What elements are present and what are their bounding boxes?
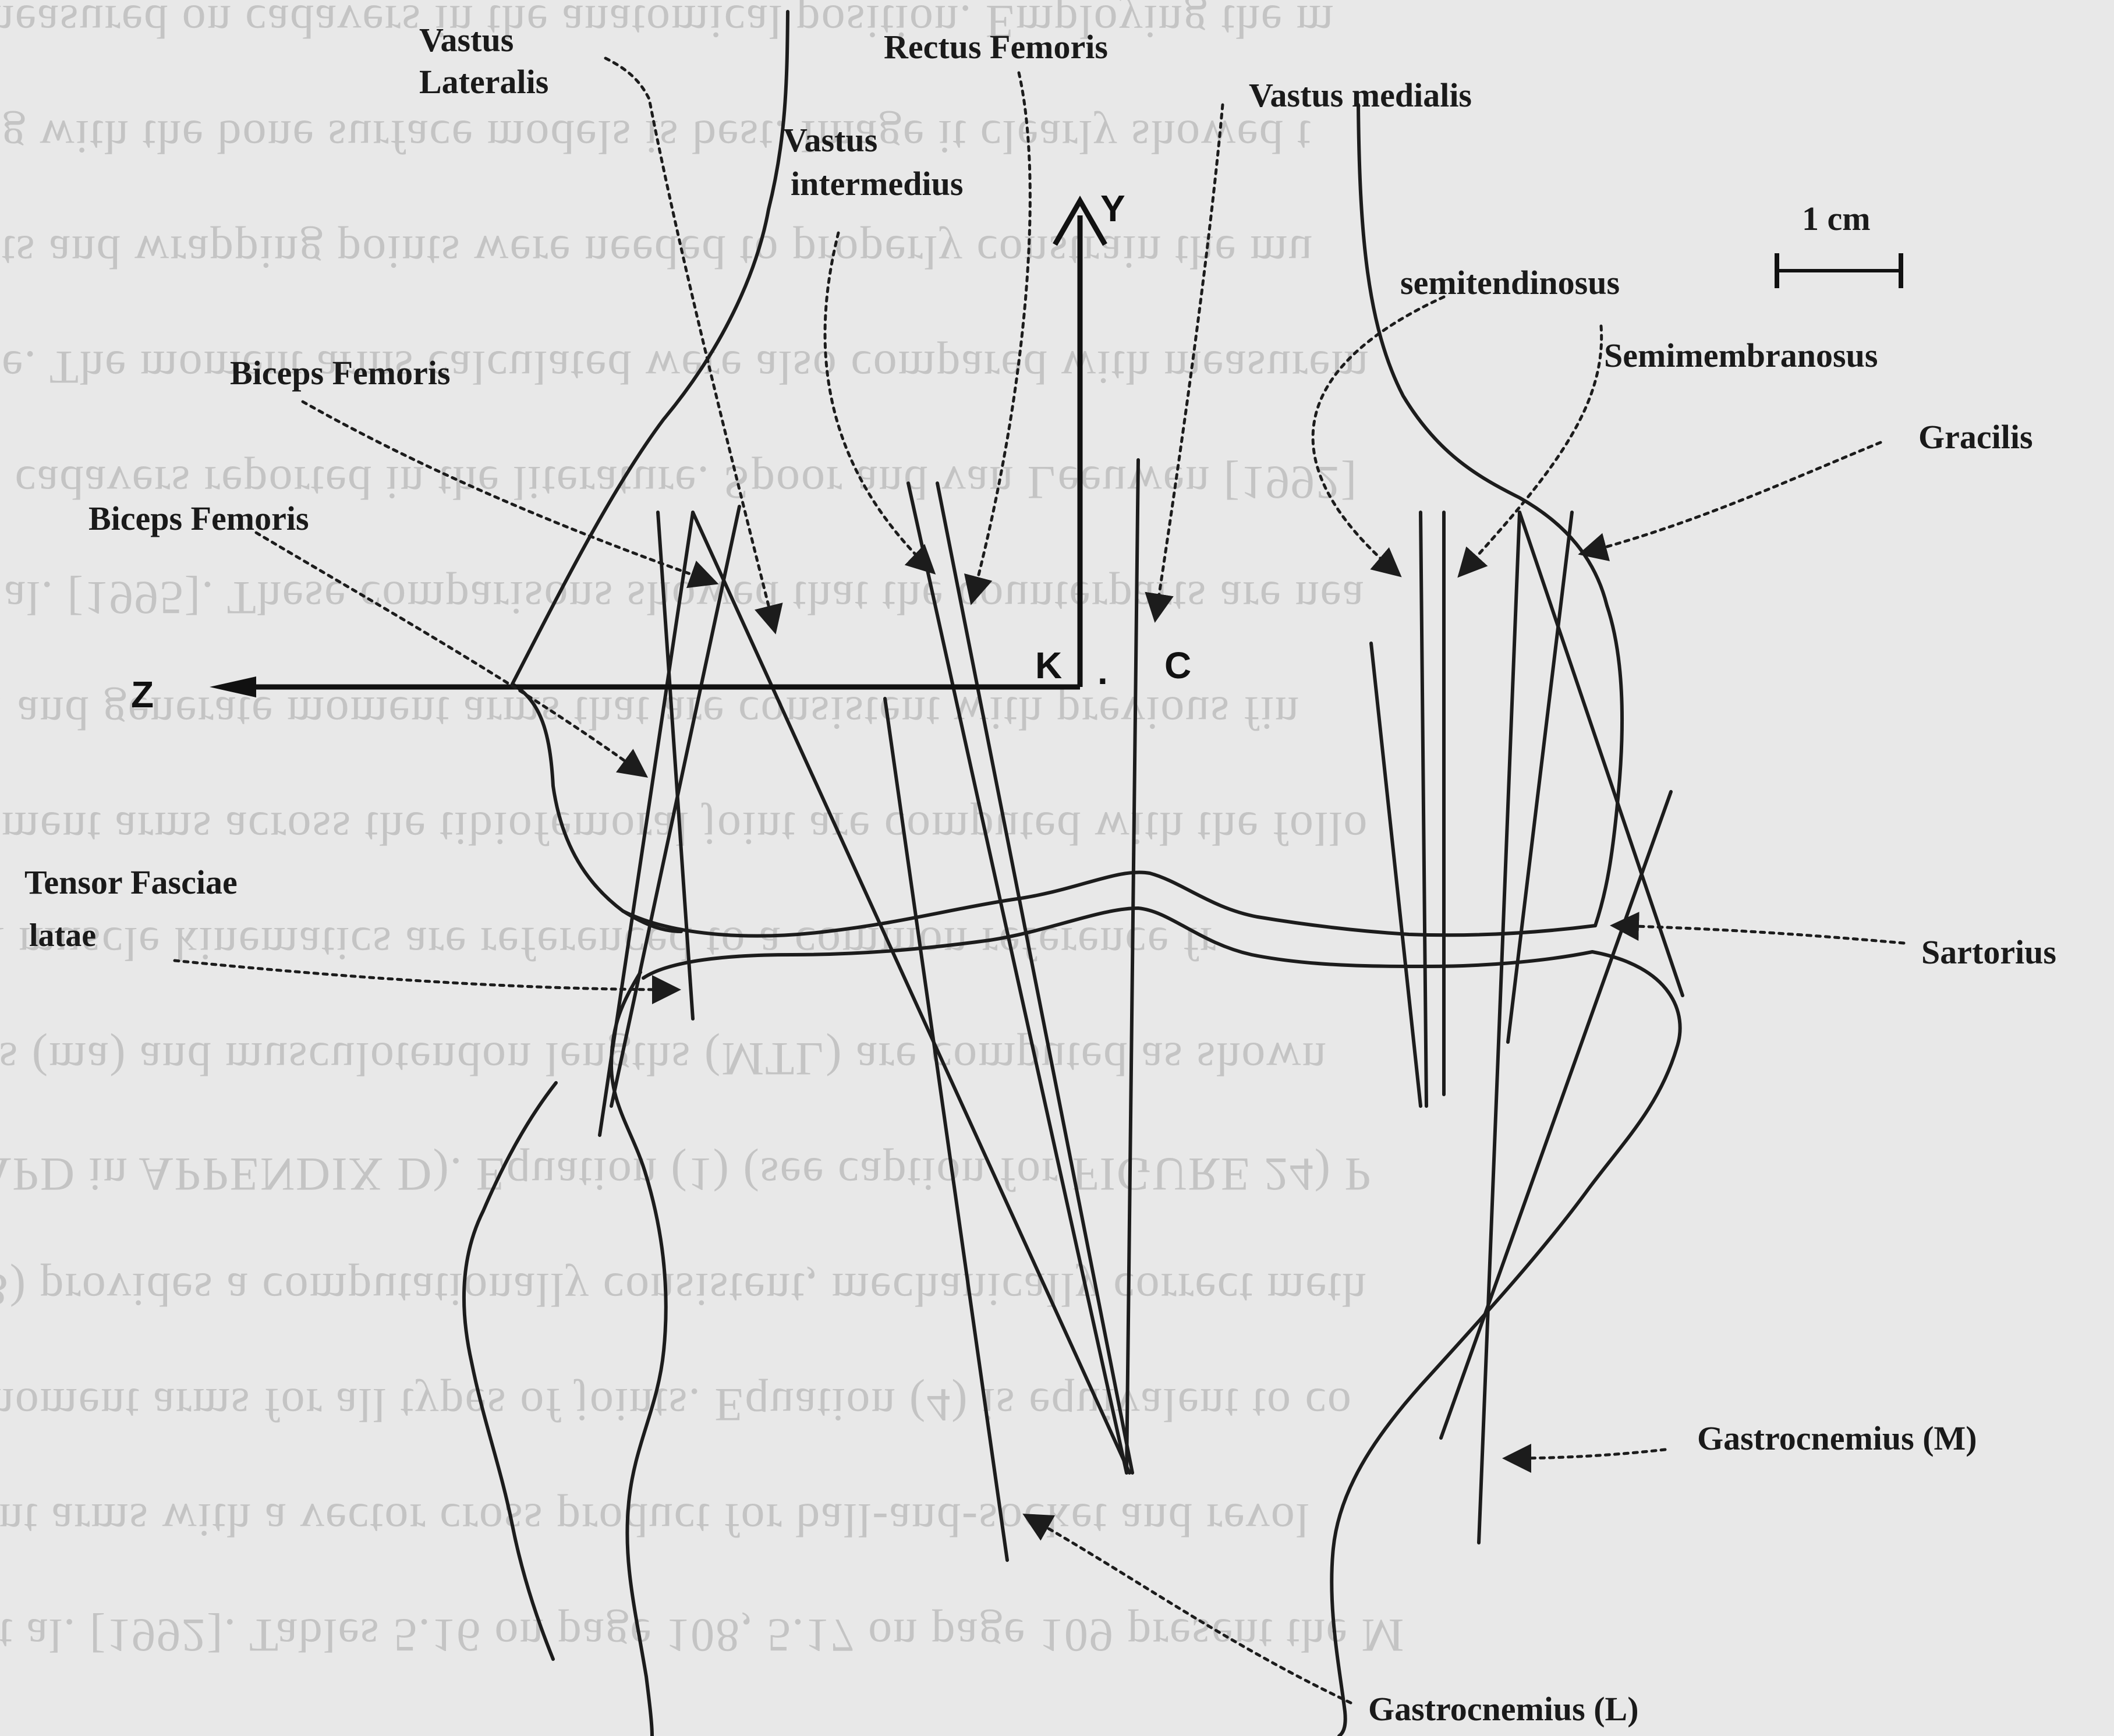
label-biceps-femoris-lower: Biceps Femoris xyxy=(88,499,309,537)
origin-dot: . xyxy=(1097,650,1108,692)
label-vastus-lateralis-line1: Vastus xyxy=(419,21,514,59)
k-point-label: K xyxy=(1035,644,1062,686)
pointer-tensor-fasciae-latae xyxy=(175,961,675,990)
label-vastus-medialis: Vastus medialis xyxy=(1249,76,1472,114)
label-semimembranosus: Semimembranosus xyxy=(1604,336,1878,374)
pointer-gastrocnemius-l xyxy=(1028,1517,1351,1703)
scale-bar-label: 1 cm xyxy=(1802,200,1871,238)
femoral-condyle-outline xyxy=(623,872,1595,936)
muscle-lines xyxy=(600,460,1683,1560)
muscle-line-10 xyxy=(1421,512,1426,1106)
tibia-lateral-outline xyxy=(611,972,666,1736)
label-gracilis: Gracilis xyxy=(1918,418,2033,456)
pointer-gracilis xyxy=(1584,442,1881,553)
label-gastrocnemius-m: Gastrocnemius (M) xyxy=(1697,1419,1977,1457)
muscle-line-7 xyxy=(937,483,1132,1473)
label-sartorius: Sartorius xyxy=(1921,933,2056,971)
muscle-labels: Vastus Lateralis Rectus Femoris Vastus m… xyxy=(24,21,2056,1728)
pointer-gastrocnemius-m xyxy=(1508,1450,1665,1458)
c-point-label: C xyxy=(1164,644,1191,686)
fibula-outline xyxy=(464,1083,556,1659)
label-rectus-femoris: Rectus Femoris xyxy=(884,28,1108,66)
muscle-line-9 xyxy=(1371,643,1421,1106)
y-axis-label: Y xyxy=(1100,187,1125,229)
z-axis-label: Z xyxy=(131,674,154,715)
label-vastus-lateralis-line2: Lateralis xyxy=(419,63,548,101)
label-vastus-intermedius-line2: intermedius xyxy=(791,165,963,203)
pointer-vastus-medialis xyxy=(1156,105,1223,617)
pointer-sartorius xyxy=(1616,926,1904,943)
label-gastrocnemius-l: Gastrocnemius (L) xyxy=(1368,1690,1639,1728)
pointer-rectus-femoris xyxy=(972,73,1030,600)
label-tensor-fasciae-line2: latae xyxy=(29,917,96,954)
muscle-line-1 xyxy=(658,512,693,1019)
muscle-line-8 xyxy=(1127,460,1138,1473)
label-semitendinosus: semitendinosus xyxy=(1400,264,1620,302)
muscle-line-15 xyxy=(1441,792,1671,1438)
femur-medial-outline xyxy=(1358,105,1622,926)
label-tensor-fasciae-line1: Tensor Fasciae xyxy=(24,863,238,901)
tibial-plateau-outline xyxy=(643,908,1592,978)
tibia-medial-outline xyxy=(1332,952,1680,1736)
muscle-line-4 xyxy=(693,512,1129,1473)
pointer-semitendinosus xyxy=(1313,297,1444,573)
pointer-biceps-femoris-lower xyxy=(256,533,643,774)
pointer-biceps-femoris-upper xyxy=(303,402,713,582)
muscle-line-12 xyxy=(1479,512,1520,1543)
muscle-line-3 xyxy=(611,506,739,1106)
coordinate-axes: Y Z K . C xyxy=(131,187,1191,715)
z-axis-arrowhead xyxy=(210,676,256,697)
muscle-line-5 xyxy=(885,699,1007,1560)
label-biceps-femoris-upper: Biceps Femoris xyxy=(230,354,451,392)
muscle-line-6 xyxy=(908,483,1127,1473)
pointer-semimembranosus xyxy=(1461,326,1602,573)
label-vastus-intermedius-line1: Vastus xyxy=(783,121,877,159)
scale-bar: 1 cm xyxy=(1777,200,1901,288)
